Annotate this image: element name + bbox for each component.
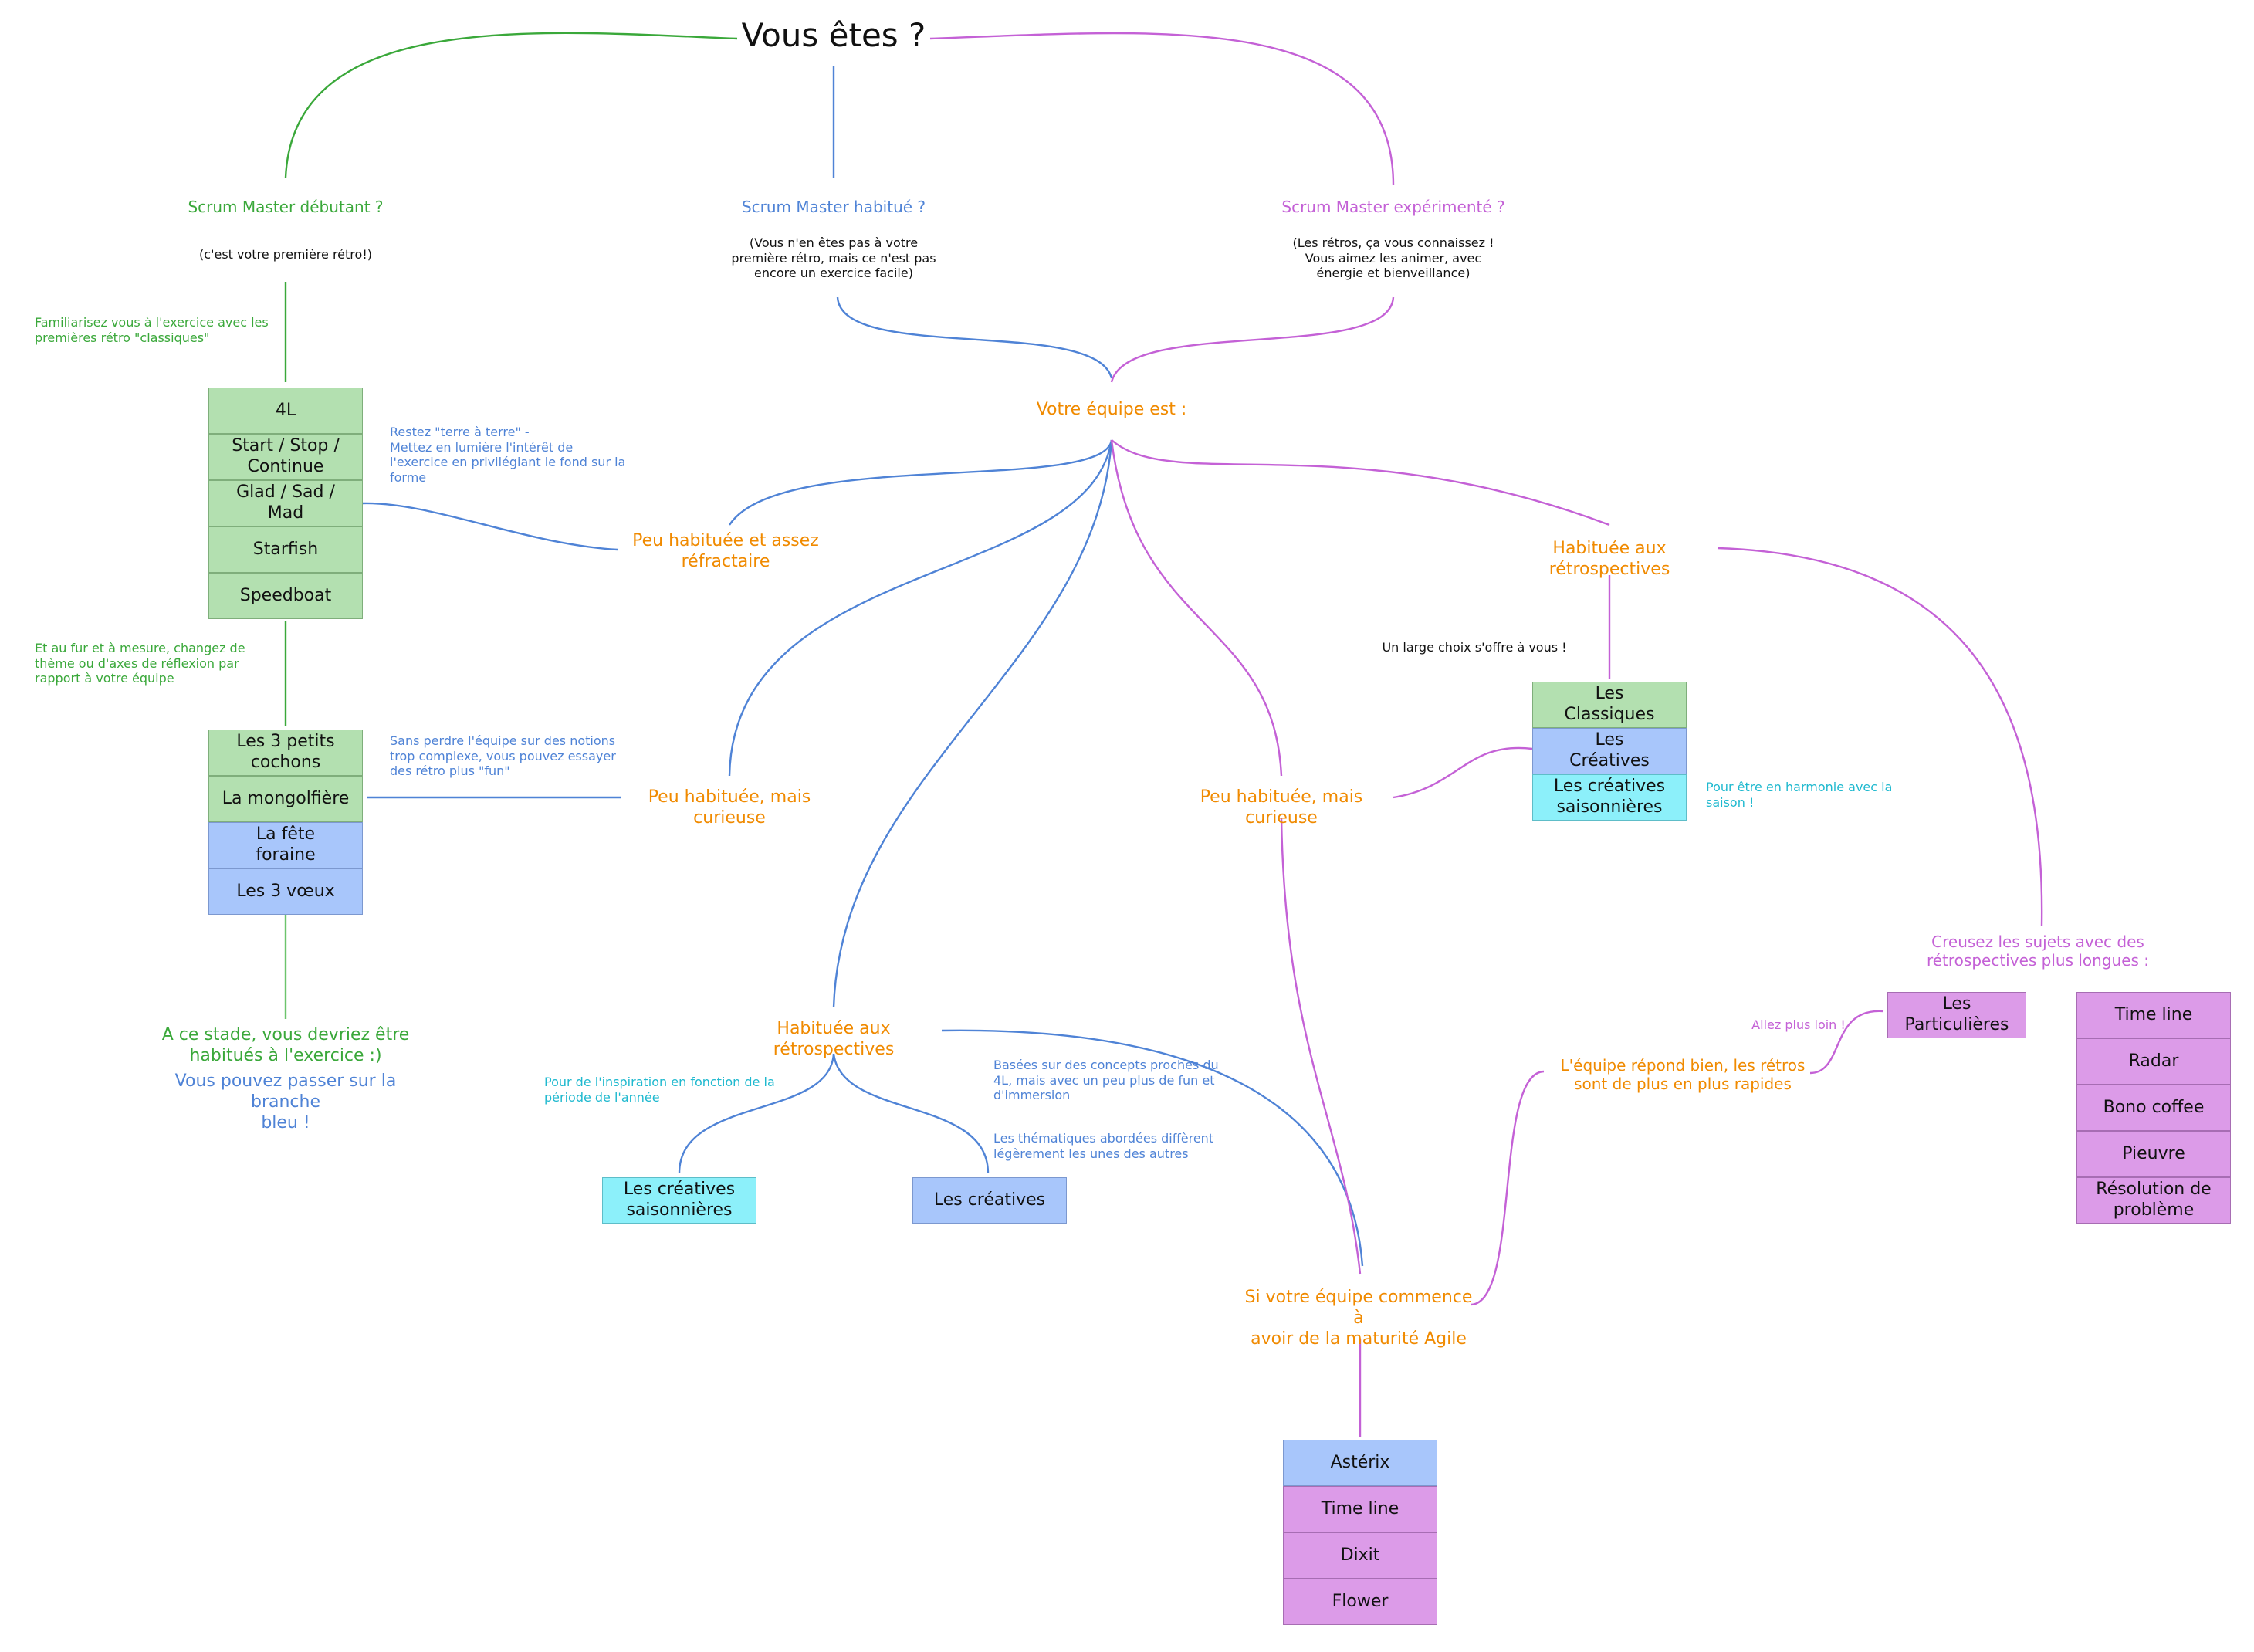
team-used-mid: Habituée aux rétrospectives [773, 1019, 895, 1059]
retro-speedboat: Speedboat [208, 573, 363, 619]
team-maturity: Si votre équipe commence à avoir de la m… [1244, 1288, 1473, 1349]
arrow-responds-to-particulieres [1809, 1010, 1884, 1075]
note-seasonal: Pour de l'inspiration en fonction de la … [544, 1075, 775, 1105]
title: Vous êtes ? [741, 16, 926, 54]
note-familiarize: Familiarisez vous à l'exercice avec les … [35, 315, 269, 345]
arrow-usedmid-to-seasonal [678, 1053, 835, 1174]
note-creative-2: Les thématiques abordées diffèrent légèr… [993, 1131, 1214, 1161]
retro-mongolfiere: La mongolfière [208, 776, 363, 822]
arrow-title-to-expert [929, 32, 1395, 186]
note-harmony: Pour être en harmonie avec la saison ! [1706, 780, 1893, 810]
team-question: Votre équipe est : [1036, 400, 1187, 419]
retro-glad-sad-mad: Glad / Sad / Mad [208, 480, 363, 526]
team-curious-right: Peu habituée, mais curieuse [1200, 787, 1363, 828]
arrow-refractory-to-gladsad [362, 502, 618, 551]
retro-dixit: Dixit [1283, 1532, 1437, 1579]
retro-time-line: Time line [1283, 1486, 1437, 1532]
retro-bono-coffee: Bono coffee [2076, 1085, 2231, 1131]
arrow-team-to-curious-right [1110, 439, 1283, 777]
arrow-expert-to-team [1110, 296, 1395, 383]
retro-classiques: Les Classiques [1532, 682, 1687, 728]
note-curious-left: Sans perdre l'équipe sur des notions tro… [390, 733, 616, 779]
note-refractory: Restez "terre à terre" - Mettez en lumiè… [390, 425, 626, 485]
retro-asterix: Astérix [1283, 1440, 1437, 1486]
arrow-habitual-to-team [836, 296, 1113, 379]
dig-longer: Creusez les sujets avec des rétrospectiv… [1926, 933, 2150, 970]
retro-flower: Flower [1283, 1579, 1437, 1625]
retro-creatives-mid: Les créatives [912, 1177, 1067, 1224]
role-beginner-note: (c'est votre première rétro!) [199, 247, 372, 262]
arrow-title-to-beginner [284, 32, 738, 178]
arrow-team-to-used-mid [832, 439, 1113, 1008]
role-expert: Scrum Master expérimenté ? [1281, 198, 1505, 216]
team-responds: L'équipe répond bien, les rétros sont de… [1560, 1056, 1806, 1094]
team-curious-left: Peu habituée, mais curieuse [648, 787, 811, 828]
arrow-usedright-to-dig [1717, 547, 2043, 927]
end-blue-text: Vous pouvez passer sur la branche bleu ! [174, 1071, 397, 1132]
role-habitual-note: (Vous n'en êtes pas à votre première rét… [731, 235, 936, 281]
retro-particulieres: Les Particulières [1887, 992, 2026, 1038]
note-creative-1: Basées sur des concepts proches du 4L, m… [993, 1058, 1219, 1103]
arrow-team-to-curious-left [728, 439, 1113, 777]
retro-4l: 4L [208, 388, 363, 434]
retro-creatives-saisonnieres: Les créatives saisonnières [1532, 774, 1687, 821]
note-large-choice: Un large choix s'offre à vous ! [1382, 640, 1567, 655]
role-expert-note: (Les rétros, ça vous connaissez ! Vous a… [1292, 235, 1494, 281]
retro-radar: Radar [2076, 1038, 2231, 1085]
team-used-right: Habituée aux rétrospectives [1548, 539, 1670, 579]
retro-fete-foraine: La fête foraine [208, 822, 363, 868]
arrow-team-to-used-right [1111, 439, 1610, 526]
retro-3-voeux: Les 3 vœux [208, 868, 363, 915]
end-green-text: A ce stade, vous devriez être habitués à… [161, 1025, 410, 1065]
role-habitual: Scrum Master habitué ? [741, 198, 926, 216]
retro-3-petits-cochons: Les 3 petits cochons [208, 730, 363, 776]
arrow-team-to-refractory [728, 439, 1113, 526]
retro-time-line-long: Time line [2076, 992, 2231, 1038]
retro-start-stop-continue: Start / Stop / Continue [208, 434, 363, 480]
retro-pieuvre: Pieuvre [2076, 1131, 2231, 1177]
retro-creatives: Les Créatives [1532, 728, 1687, 774]
arrow-curious-right-to-choices [1393, 746, 1533, 799]
note-change-theme: Et au fur et à mesure, changez de thème … [35, 641, 245, 686]
retro-resolution-probleme: Résolution de problème [2076, 1177, 2231, 1224]
arrow-curious-right-to-maturity [1280, 818, 1362, 1275]
role-beginner: Scrum Master débutant ? [188, 198, 384, 216]
retro-starfish: Starfish [208, 526, 363, 573]
note-further: Allez plus loin ! [1751, 1017, 1846, 1032]
team-refractory: Peu habituée et assez réfractaire [632, 531, 819, 571]
retro-creatives-saisonnieres-mid: Les créatives saisonnières [602, 1177, 756, 1224]
arrow-usedmid-to-creative [832, 1053, 990, 1174]
arrow-maturity-to-responds [1470, 1070, 1545, 1306]
